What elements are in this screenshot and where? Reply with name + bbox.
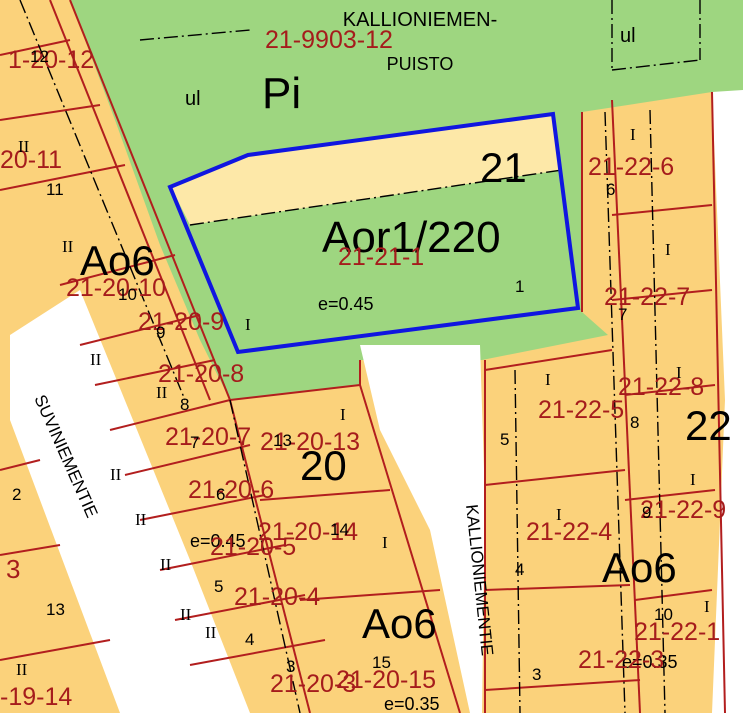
parcel-id: 21-9903-12	[265, 26, 393, 54]
plot-number: 13	[273, 431, 292, 450]
zone-main: Aor1/220	[322, 213, 501, 262]
plot-number: 4	[245, 630, 254, 649]
plot-number: 3	[532, 665, 541, 684]
plot-number: 8	[180, 395, 189, 414]
zone-ao6-left: Ao6	[80, 237, 155, 284]
block-number-20: 20	[300, 442, 347, 489]
floor-count: I	[630, 125, 636, 144]
eff-mid: e=0.35	[384, 694, 440, 713]
parcel-id: 21-20-9	[138, 308, 224, 336]
parcel-id: 21-20-4	[234, 583, 320, 611]
road-kallioniementie	[360, 345, 485, 713]
plot-21-21-1-boundary	[167, 111, 581, 355]
block-number-22: 22	[685, 402, 732, 449]
ul-label-left: ul	[185, 88, 201, 110]
floor-count: I	[382, 533, 388, 552]
plot-number: 6	[216, 485, 225, 504]
parcel-id: 21-20-5	[210, 533, 296, 561]
parcel-id: 21-20-10	[66, 274, 166, 302]
park-name-line1: KALLIONIEMEN-	[343, 9, 497, 31]
floor-count: I	[340, 405, 346, 424]
parcel-id: 21-22-9	[640, 496, 726, 524]
plot-number: 10	[654, 605, 673, 624]
plot-number: 5	[214, 577, 223, 596]
plot-light-strip	[170, 115, 562, 225]
road-right-edge	[712, 90, 743, 713]
plot-number: 8	[630, 413, 639, 432]
floor-count: I	[690, 470, 696, 489]
plot-number: 1	[515, 277, 524, 296]
floor-count: II	[62, 237, 74, 256]
parcel-id: 21-22-3	[578, 646, 664, 674]
plot-number: 3	[6, 554, 20, 584]
floor-count: II	[156, 383, 168, 402]
block-number-21: 21	[480, 144, 527, 191]
parcel-id: 21-20-7	[165, 423, 251, 451]
parcel-id: 21-22-5	[538, 396, 624, 424]
floor-count: II	[160, 555, 172, 574]
plot-number: 9	[642, 503, 651, 522]
eff-left: e=0.45	[190, 531, 246, 551]
floor-count: II	[135, 510, 147, 529]
plot-number: 14	[330, 520, 349, 539]
building-limit-lines	[19, 0, 701, 713]
plot-number: 7	[618, 305, 627, 324]
eff-main: e=0.45	[318, 294, 374, 314]
parcel-id: 21-22-7	[604, 283, 690, 311]
plot-number: 4	[515, 560, 524, 579]
parcel-id: 21-20-8	[158, 360, 244, 388]
floor-count: II	[180, 605, 192, 624]
parcel-ids: 21-9903-12 1-20-12 20-11 21-20-10 21-20-…	[0, 26, 726, 711]
plot-numbers: 12 11 10 9 8 7 13 6 14 5 4 3 15 13 2 3 1…	[6, 47, 673, 684]
floor-count: I	[545, 370, 551, 389]
floor-count: I	[676, 363, 682, 382]
plot-number: 15	[372, 653, 391, 672]
eff-right: e=0.35	[622, 652, 678, 672]
ul-label-right: ul	[620, 25, 636, 47]
plot-number: 3	[286, 657, 295, 676]
parcel-id: 21-20-6	[188, 476, 274, 504]
floor-count: II	[110, 465, 122, 484]
floor-count: II	[205, 623, 217, 642]
floor-counts: II II II II II II II II II II I I I I I …	[16, 125, 710, 679]
floor-count: I	[556, 505, 562, 524]
plot-lines	[0, 0, 726, 713]
plot-number: 7	[190, 433, 199, 452]
plot-number: 12	[30, 47, 49, 66]
parcel-id: 21-20-3	[270, 670, 356, 698]
road-suviniementie	[10, 290, 250, 713]
plot-number: 11	[46, 180, 64, 199]
floor-count: I	[704, 597, 710, 616]
park-area	[70, 0, 743, 400]
parcel-id: 1-20-12	[8, 46, 94, 74]
parcel-id: 21-22-1	[634, 618, 720, 646]
floor-count: II	[90, 350, 102, 369]
plot-number: 9	[156, 323, 165, 342]
plot-number: 5	[500, 430, 509, 449]
plot-number: 6	[606, 180, 615, 199]
parcel-id: 21-20-15	[336, 666, 436, 694]
plot-number: 13	[46, 600, 65, 619]
park-code: Pi	[262, 69, 301, 118]
parcel-id: 21-20-13	[260, 428, 360, 456]
plot-number: 10	[118, 285, 137, 304]
parcel-id: 21-22-8	[618, 373, 704, 401]
parcel-id: -19-14	[0, 683, 72, 711]
zone-ao6-mid: Ao6	[362, 600, 437, 647]
floor-count: I	[665, 240, 671, 259]
plot-number: 2	[12, 485, 21, 504]
parcel-id: 21-21-1	[338, 243, 424, 271]
floor-count: I	[245, 315, 251, 334]
parcel-id: 21-20-14	[258, 518, 358, 546]
floor-count: II	[16, 660, 28, 679]
parcel-id: 21-22-4	[526, 518, 612, 546]
floor-count: II	[18, 137, 30, 156]
zone-ao6-right: Ao6	[602, 544, 677, 591]
parcel-id: 21-22-6	[588, 153, 674, 181]
park-name-line2: PUISTO	[387, 54, 454, 74]
parcel-id: 20-11	[0, 146, 62, 174]
